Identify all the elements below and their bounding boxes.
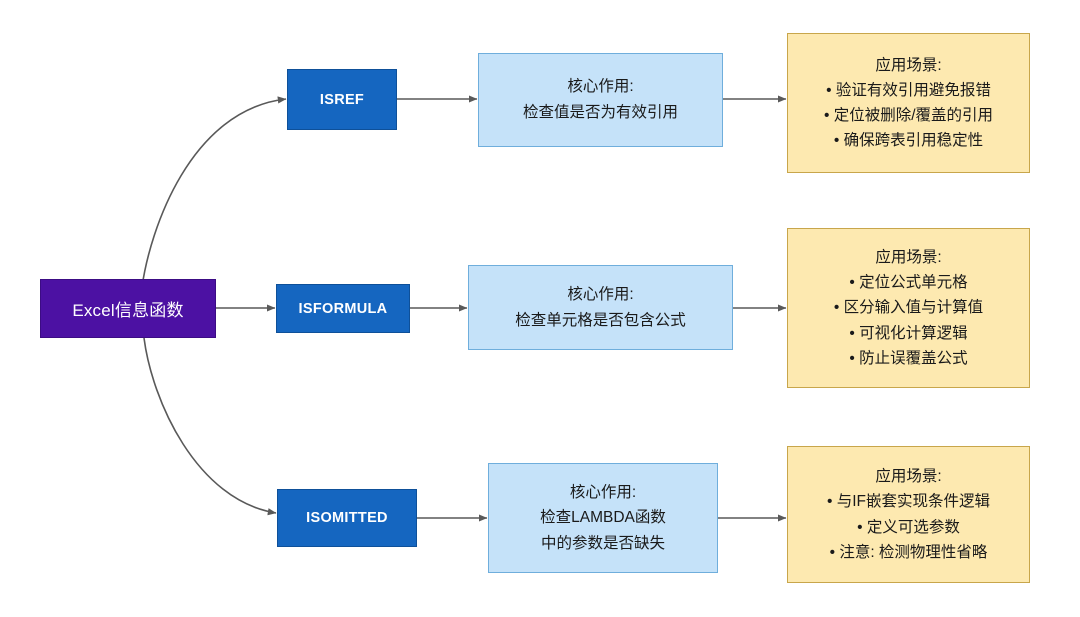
node-function-label: ISFORMULA — [298, 300, 388, 317]
scenario-bullet: • 注意: 检测物理性省略 — [830, 540, 988, 565]
scenario-bullet: • 定义可选参数 — [857, 515, 960, 540]
role-heading: 核心作用: — [567, 285, 634, 303]
role-line: 中的参数是否缺失 — [540, 534, 665, 552]
node-function-isref[interactable]: ISREF — [287, 69, 397, 130]
scenario-bullet-text: 注意: 检测物理性省略 — [839, 543, 988, 561]
role-line: 检查LAMBDA函数 — [540, 509, 666, 527]
edge-root-to-isomitted — [143, 337, 277, 516]
scenario-bullet: • 区分输入值与计算值 — [834, 295, 983, 320]
scenario-bullet: • 验证有效引用避免报错 — [826, 78, 991, 103]
scenario-bullet-text: 验证有效引用避免报错 — [835, 81, 991, 99]
scenario-bullet: • 确保跨表引用稳定性 — [834, 128, 983, 153]
role-line: 检查单元格是否包含公式 — [515, 311, 686, 329]
bullet-glyph: • — [849, 324, 855, 342]
bullet-glyph: • — [849, 274, 855, 292]
node-function-label: ISREF — [319, 91, 365, 108]
node-role-isomitted[interactable]: 核心作用: 检查LAMBDA函数 中的参数是否缺失 — [488, 463, 718, 573]
scenario-bullet-text: 定义可选参数 — [866, 518, 960, 536]
bullet-glyph: • — [826, 493, 833, 511]
edge-root-to-isref — [141, 96, 287, 288]
bullet-glyph: • — [833, 132, 840, 150]
scenario-bullet: • 定位被删除/覆盖的引用 — [824, 103, 993, 128]
scenario-bullet-text: 定位被删除/覆盖的引用 — [833, 107, 994, 124]
role-line: 检查值是否为有效引用 — [522, 104, 678, 121]
scenario-bullet-text: 确保跨表引用稳定性 — [843, 132, 984, 150]
bullet-glyph: • — [857, 518, 863, 536]
scenario-heading: 应用场景: — [875, 56, 942, 74]
node-function-isomitted[interactable]: ISOMITTED — [277, 489, 417, 547]
scenario-bullet: • 与IF嵌套实现条件逻辑 — [827, 489, 990, 514]
node-role-isformula[interactable]: 核心作用: 检查单元格是否包含公式 — [468, 265, 733, 350]
bullet-glyph: • — [829, 543, 835, 561]
scenario-bullet-text: 防止误覆盖公式 — [859, 349, 968, 367]
role-heading: 核心作用: — [567, 78, 634, 96]
scenario-bullet-text: 区分输入值与计算值 — [843, 299, 984, 317]
bullet-glyph: • — [833, 299, 840, 317]
node-root-label: Excel信息函数 — [72, 301, 184, 320]
bullet-glyph: • — [849, 349, 855, 367]
scenario-bullet-text: 与IF嵌套实现条件逻辑 — [836, 493, 991, 511]
scenario-heading: 应用场景: — [875, 468, 942, 486]
scenario-bullet: • 可视化计算逻辑 — [849, 321, 967, 346]
scenario-bullet-text: 定位公式单元格 — [859, 274, 968, 292]
scenario-bullet-text: 可视化计算逻辑 — [859, 324, 968, 342]
node-root-excel-info-functions[interactable]: Excel信息函数 — [40, 279, 216, 338]
node-function-label: ISOMITTED — [306, 510, 388, 526]
bullet-glyph: • — [823, 107, 830, 124]
scenario-heading: 应用场景: — [875, 249, 942, 267]
node-scenario-isomitted[interactable]: 应用场景: • 与IF嵌套实现条件逻辑 • 定义可选参数 • 注意: 检测物理性… — [787, 446, 1030, 583]
scenario-bullet: • 防止误覆盖公式 — [849, 346, 967, 371]
node-function-isformula[interactable]: ISFORMULA — [276, 284, 410, 333]
bullet-glyph: • — [826, 81, 832, 99]
node-scenario-isref[interactable]: 应用场景: • 验证有效引用避免报错 • 定位被删除/覆盖的引用 • 确保跨表引… — [787, 33, 1030, 173]
node-scenario-isformula[interactable]: 应用场景: • 定位公式单元格 • 区分输入值与计算值 • 可视化计算逻辑 • … — [787, 228, 1030, 388]
scenario-bullet: • 定位公式单元格 — [849, 270, 967, 295]
role-heading: 核心作用: — [569, 483, 637, 501]
node-role-isref[interactable]: 核心作用: 检查值是否为有效引用 — [478, 53, 723, 147]
